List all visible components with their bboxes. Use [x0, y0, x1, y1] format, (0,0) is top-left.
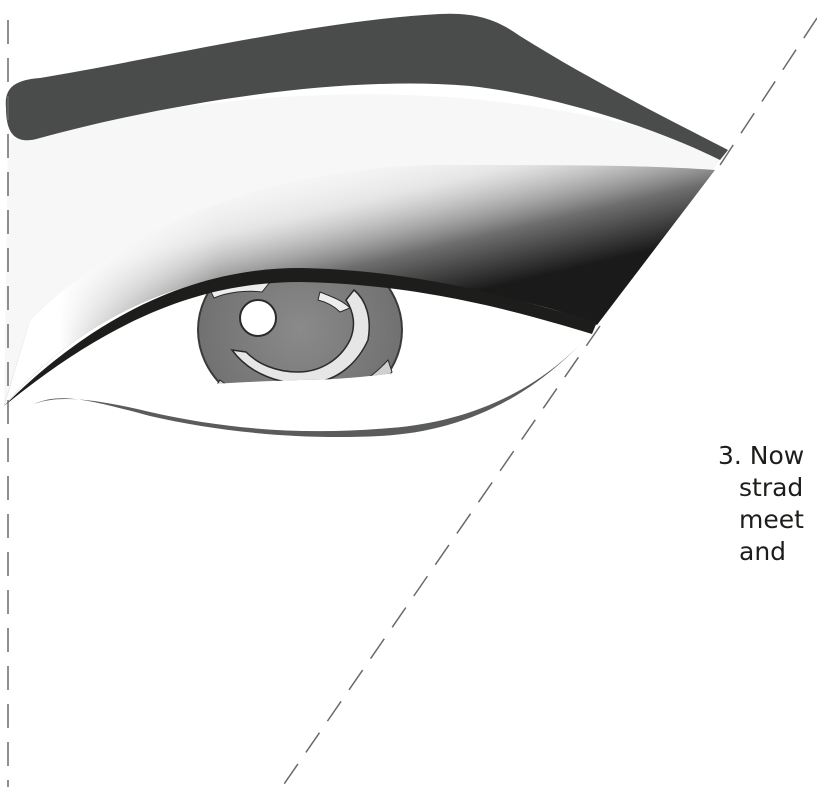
instruction-line-2: strad [718, 472, 817, 504]
catchlight [240, 300, 276, 336]
instruction-text: 3. Now strad meet and [718, 440, 817, 568]
diagonal-guide-line [720, 18, 817, 165]
diagonal-guide-line-lower [282, 326, 600, 787]
instruction-line-1: 3. Now [718, 440, 817, 472]
instruction-line-4: and [718, 536, 817, 568]
instruction-line-3: meet [718, 504, 817, 536]
